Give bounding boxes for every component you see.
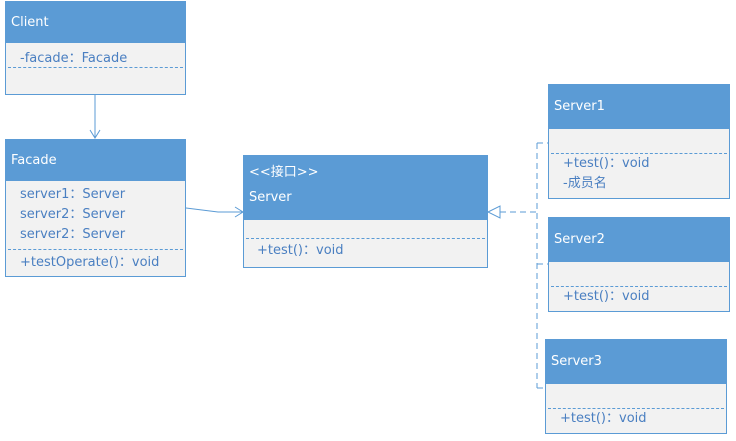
class-client-operations — [6, 68, 185, 92]
class-facade-name: Facade — [6, 140, 185, 181]
class-server1-member: -成员名 — [563, 176, 607, 191]
client-facade-arrowhead — [89, 129, 101, 139]
interface-server-stereotype: <<接口>> — [249, 165, 319, 180]
class-server3-operations: +test()：void — [546, 409, 726, 433]
facade-server-association — [185, 207, 243, 213]
class-server2-name: Server2 — [549, 218, 729, 262]
class-client-attribute: -facade：Facade — [20, 51, 128, 66]
class-server2[interactable]: Server2 +test()：void — [548, 217, 730, 312]
class-server1-operation: +test()：void — [563, 156, 650, 171]
class-facade-attributes: server1：Server server2：Server server2：Se… — [6, 181, 185, 249]
class-server1-name: Server1 — [549, 85, 729, 129]
facade-server-arrowhead — [234, 206, 244, 218]
class-client[interactable]: Client -facade：Facade — [5, 1, 186, 95]
class-server2-operations: +test()：void — [549, 287, 729, 311]
interface-server-name: Server — [249, 190, 292, 205]
class-facade-attribute: server2：Server — [20, 227, 126, 242]
class-server2-attributes — [549, 262, 729, 286]
interface-server-attributes — [244, 220, 487, 238]
class-server2-divider — [551, 286, 727, 287]
class-server3[interactable]: Server3 +test()：void — [545, 339, 727, 434]
class-client-attributes: -facade：Facade — [6, 43, 185, 67]
interface-server-header: <<接口>> Server — [244, 156, 487, 220]
class-facade-attribute: server1：Server — [20, 187, 126, 202]
interface-server-divider — [246, 238, 485, 239]
interface-server[interactable]: <<接口>> Server +test()：void — [243, 155, 488, 268]
class-server3-operation: +test()：void — [560, 411, 647, 426]
class-facade-attribute: server2：Server — [20, 207, 126, 222]
class-server1-attributes — [549, 129, 729, 153]
class-server3-attributes — [546, 384, 726, 408]
class-server1-divider — [551, 153, 727, 154]
class-server1[interactable]: Server1 +test()：void -成员名 — [548, 84, 730, 199]
class-facade[interactable]: Facade server1：Server server2：Server ser… — [5, 139, 186, 277]
class-facade-operation: +testOperate()：void — [20, 255, 160, 270]
class-server3-name: Server3 — [546, 340, 726, 384]
interface-server-operations: +test()：void — [244, 239, 487, 263]
class-client-name: Client — [6, 2, 185, 43]
class-facade-divider — [8, 249, 183, 250]
class-client-divider — [8, 67, 183, 68]
class-server1-operations: +test()：void -成员名 — [549, 154, 729, 198]
class-server3-divider — [548, 408, 724, 409]
realization-triangle-arrowhead — [486, 205, 501, 219]
class-facade-operations: +testOperate()：void — [6, 250, 185, 274]
class-server2-operation: +test()：void — [563, 289, 650, 304]
interface-server-operation: +test()：void — [257, 243, 344, 258]
